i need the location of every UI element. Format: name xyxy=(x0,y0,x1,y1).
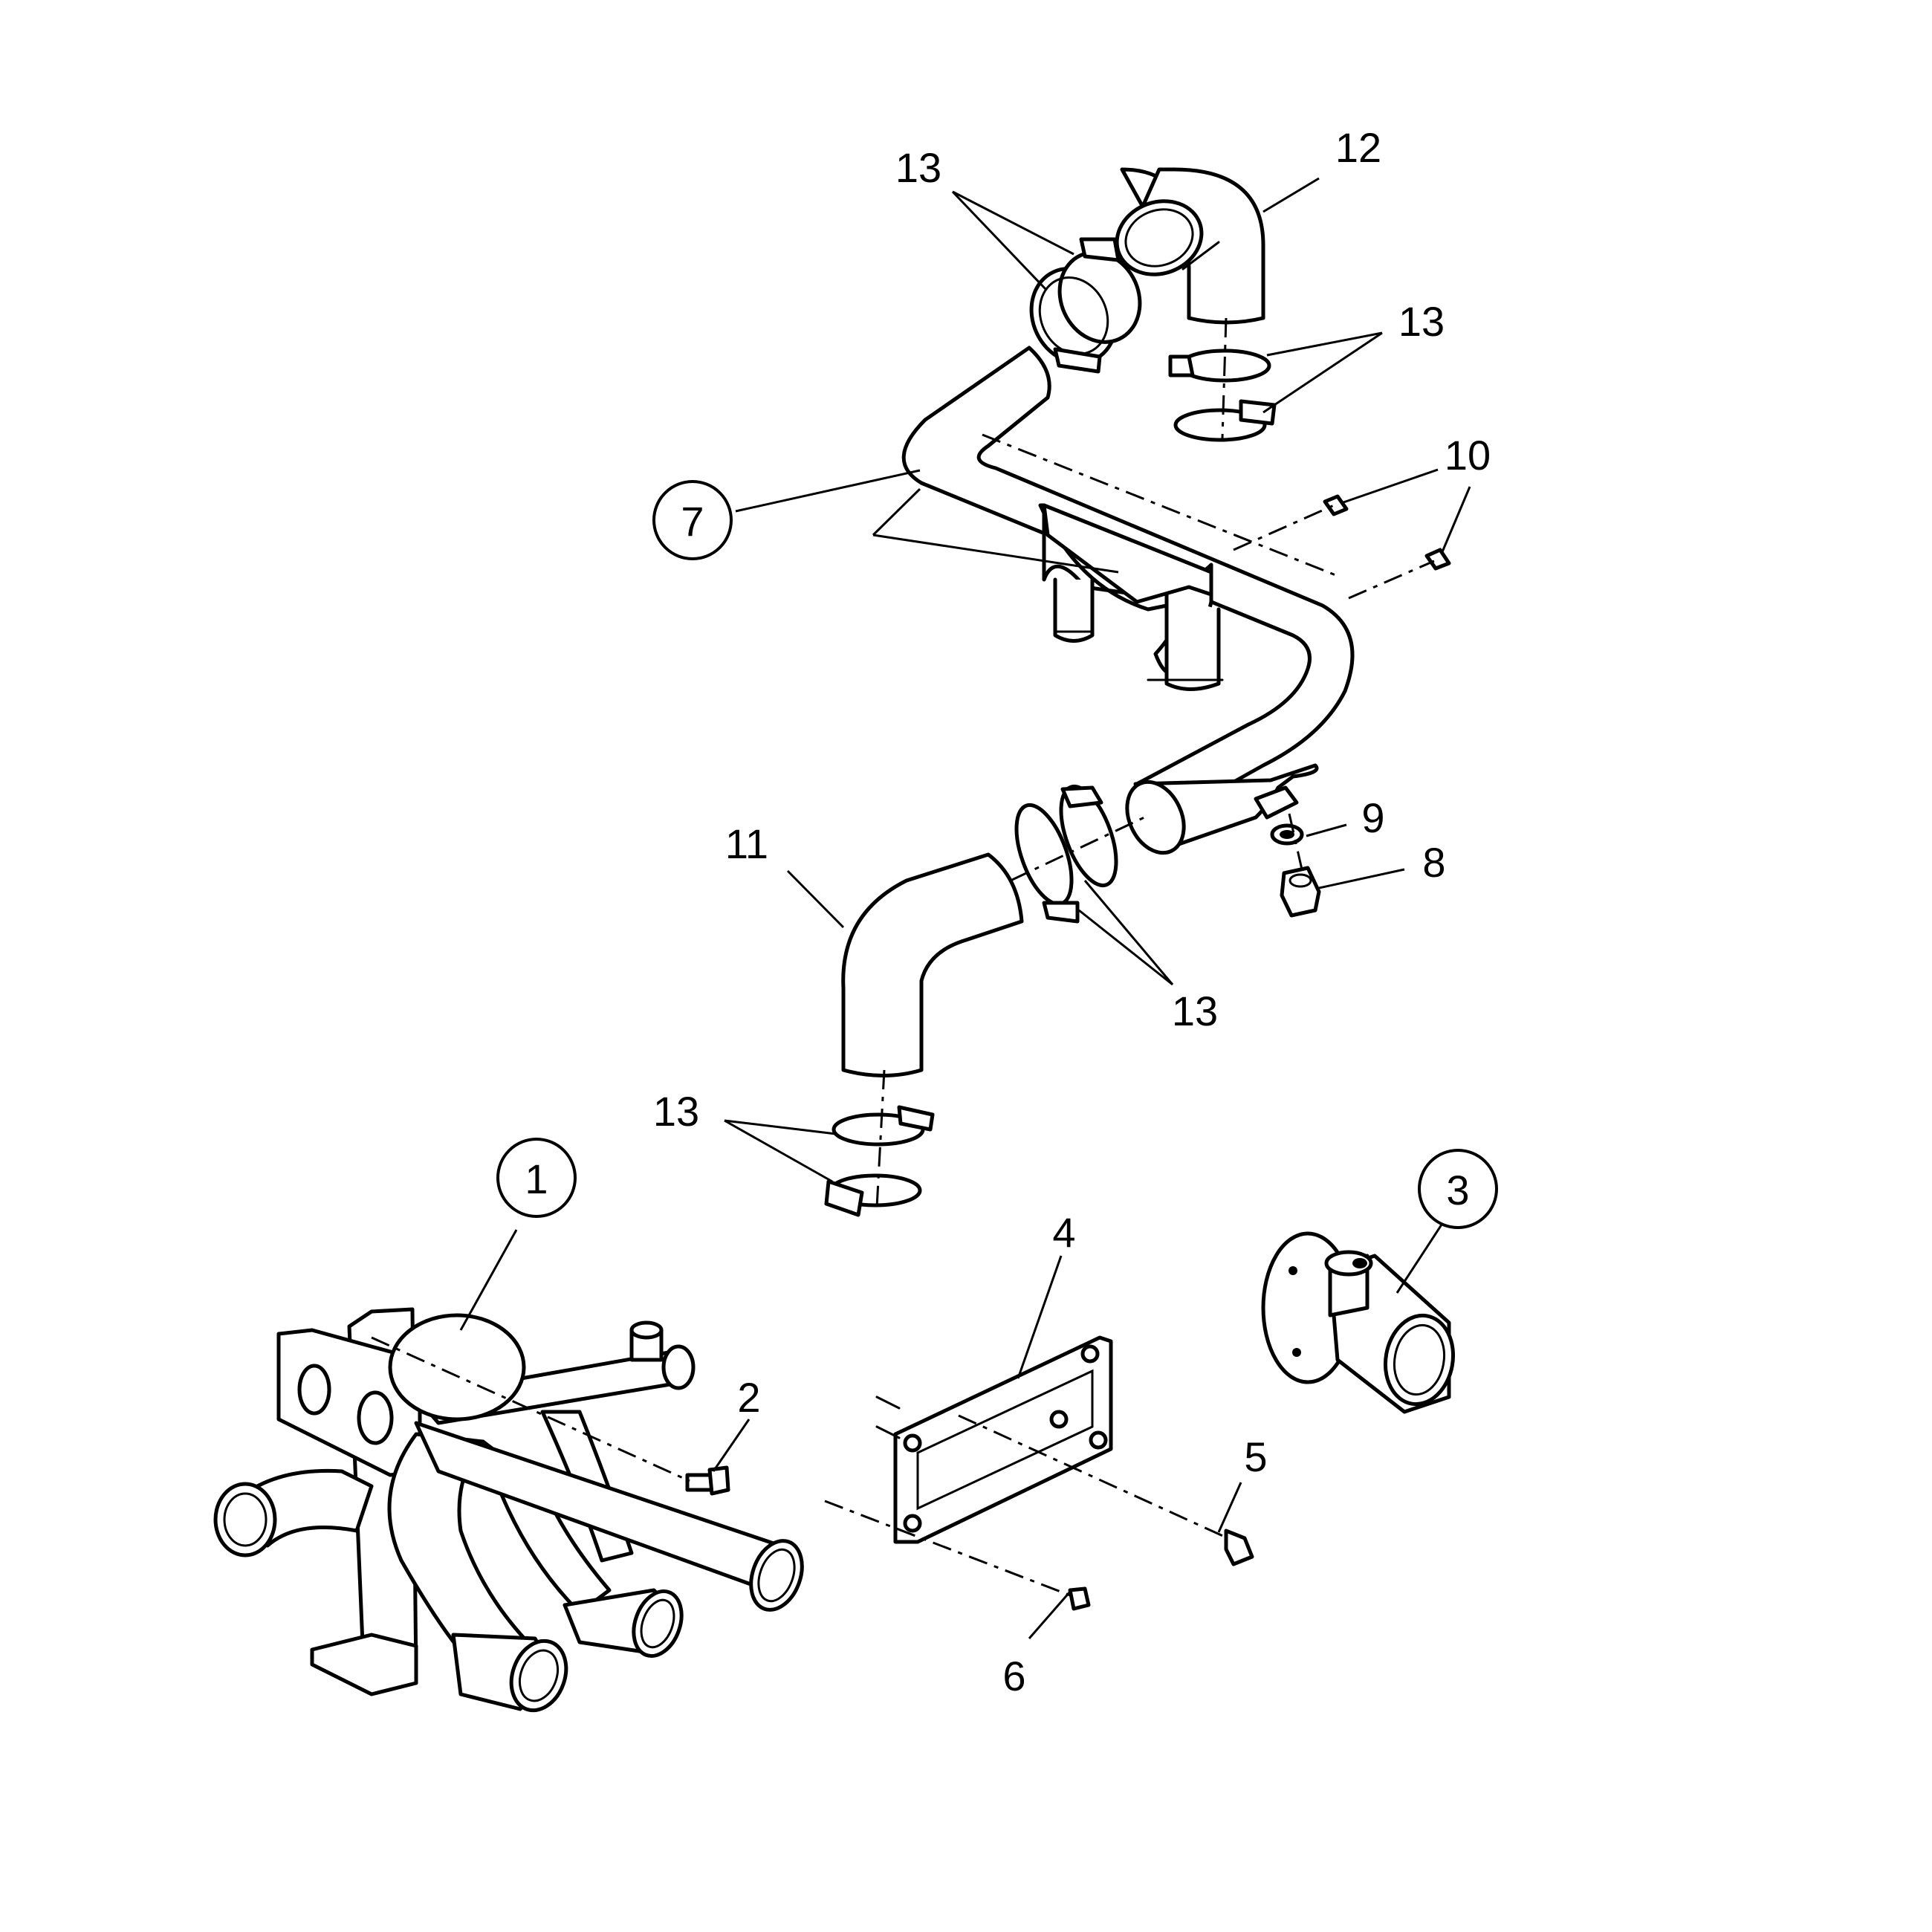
callout-13-middle: 13 xyxy=(1172,988,1218,1034)
part-5-6-bolts xyxy=(1068,1529,1254,1611)
callout-6: 6 xyxy=(1002,1653,1025,1699)
part-13-clamps xyxy=(824,237,1277,1217)
callout-labels: 7 1 3 13 12 13 10 9 8 11 13 13 2 4 5 6 xyxy=(496,124,1498,1699)
part-12-elbow xyxy=(1115,167,1265,325)
callout-12: 12 xyxy=(1335,124,1381,171)
callout-9: 9 xyxy=(1361,794,1384,841)
callout-1-bubble xyxy=(496,1138,577,1218)
callout-5: 5 xyxy=(1244,1433,1267,1480)
assembly-centerlines xyxy=(371,317,1435,1599)
callout-7-bubble xyxy=(652,480,733,560)
part-4-gasket xyxy=(875,1335,1113,1544)
part-7-main-pipe xyxy=(901,346,1355,855)
part-8-9-drain xyxy=(1254,785,1321,918)
part-10-bolts xyxy=(1323,494,1451,571)
callout-3-bubble xyxy=(1418,1149,1498,1229)
callout-2: 2 xyxy=(737,1374,760,1421)
leader-lines xyxy=(459,177,1471,1639)
part-1-manifold xyxy=(213,1307,804,1713)
part-11-elbow xyxy=(841,852,1024,1077)
part-3-fitting xyxy=(1261,1231,1456,1414)
callout-13-top-left: 13 xyxy=(895,144,941,191)
callout-4: 4 xyxy=(1052,1209,1075,1256)
callout-11: 11 xyxy=(725,820,768,867)
callout-7: 7 xyxy=(681,498,704,545)
callout-13-lower: 13 xyxy=(653,1088,699,1135)
callout-1: 1 xyxy=(525,1155,548,1202)
callout-13-top-right: 13 xyxy=(1398,298,1445,345)
callout-3: 3 xyxy=(1446,1167,1469,1213)
callout-10: 10 xyxy=(1445,432,1491,479)
callout-8: 8 xyxy=(1422,839,1445,886)
part-2-bolt xyxy=(685,1465,730,1496)
